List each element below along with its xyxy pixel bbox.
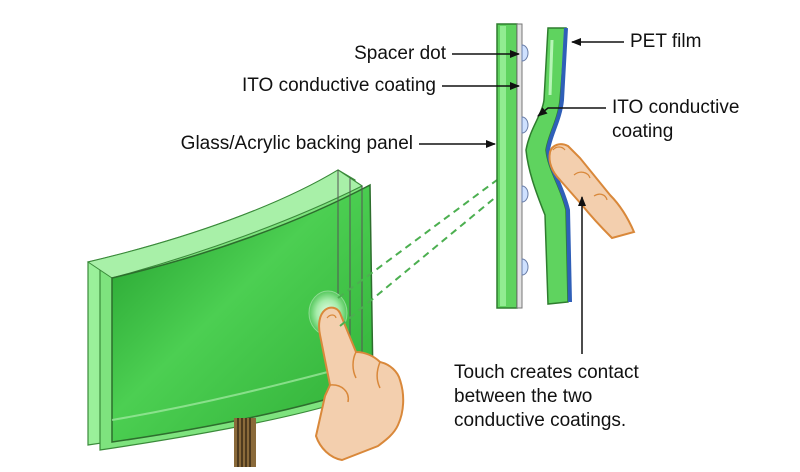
leader-arrows <box>419 38 624 354</box>
label-touch-line1: Touch creates contact <box>454 362 639 383</box>
label-spacer-dot: Spacer dot <box>354 43 446 64</box>
ito-coating-backing <box>516 23 523 309</box>
label-ito-coating-backing: ITO conductive coating <box>242 75 436 96</box>
projection-lines <box>337 179 498 327</box>
pet-film-blue-edge <box>545 27 572 303</box>
label-ito-coating-film-line2: coating <box>612 121 674 142</box>
label-ito-coating-film-line1: ITO conductive <box>612 97 740 118</box>
ribbon-connector <box>234 418 256 467</box>
label-touch-line2: between the two <box>454 386 593 407</box>
pressing-finger-icon <box>548 143 636 240</box>
label-pet-film: PET film <box>630 31 702 52</box>
cross-section <box>496 23 636 309</box>
label-touch-line3: conductive coatings. <box>454 410 627 431</box>
spacer-dots <box>521 44 529 276</box>
pointing-finger-icon <box>314 306 405 462</box>
label-backing-panel: Glass/Acrylic backing panel <box>180 133 413 154</box>
